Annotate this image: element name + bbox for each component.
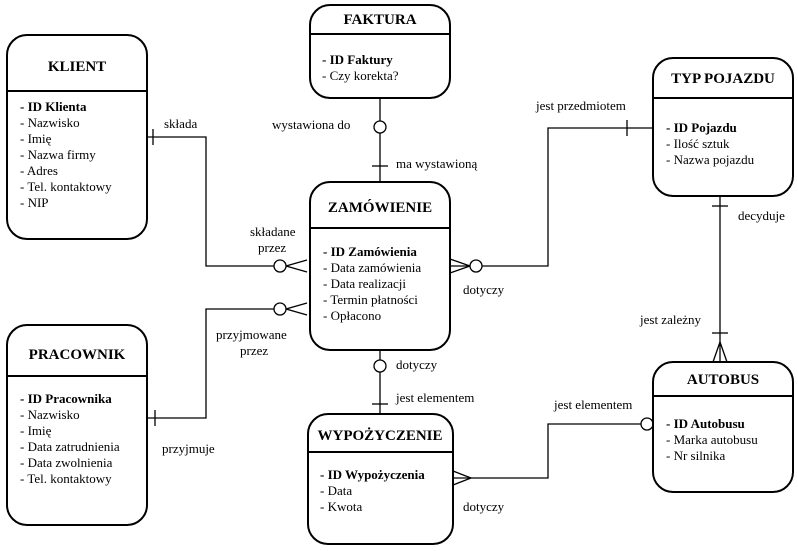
rel-zamowienie-wypozyczenie [372, 350, 388, 414]
label-dotyczy-aut: dotyczy [463, 499, 505, 514]
attribute: - Data realizacji [323, 276, 406, 291]
attribute: - Ilość sztuk [666, 136, 730, 151]
attribute: - Nazwa firmy [20, 147, 96, 162]
attribute: - Data zwolnienia [20, 455, 113, 470]
entity-faktura[interactable]: FAKTURA - ID Faktury - Czy korekta? [309, 4, 451, 99]
entity-zamowienie[interactable]: ZAMÓWIENIE - ID Zamówienia - Data zamówi… [309, 181, 451, 351]
crowfoot-top-pracownik [285, 302, 308, 310]
attribute: - Data zatrudnienia [20, 439, 120, 454]
attribute: - Termin płatności [323, 292, 418, 307]
label-jest-elementem-wyp: jest elementem [395, 390, 474, 405]
primary-key: - ID Pracownika [20, 391, 112, 406]
attribute: - Tel. kontaktowy [20, 179, 112, 194]
attribute: - Nazwisko [20, 115, 80, 130]
primary-key: - ID Autobusu [666, 416, 745, 431]
zero-circle-zamowienie-typ [469, 259, 483, 273]
primary-key: - ID Faktury [322, 52, 393, 67]
attribute: - Marka autobusu [666, 432, 758, 447]
primary-key: - ID Klienta [20, 99, 87, 114]
entity-wypozyczenie[interactable]: WYPOŻYCZENIE - ID Wypożyczenia - Data - … [307, 413, 454, 545]
label-dotyczy-typ: dotyczy [463, 282, 505, 297]
rel-klient-zamowienie-line [147, 136, 280, 267]
crowfoot-top-typ [449, 258, 471, 267]
label-dotyczy-wyp: dotyczy [396, 357, 438, 372]
attribute: - NIP [20, 195, 49, 210]
zero-circle-zamowienie-klient [273, 259, 287, 273]
entity-klient[interactable]: KLIENT - ID Klienta - Nazwisko - Imię - … [6, 34, 148, 240]
label-decyduje: decyduje [738, 208, 785, 223]
crowfoot-right-autobus [719, 341, 728, 363]
entity-title: AUTOBUS [687, 372, 759, 388]
attribute: - Nr silnika [666, 448, 725, 463]
entity-box [652, 57, 794, 197]
zero-circle-zamowienie-pracownik [273, 302, 287, 316]
label-jest-zalezny: jest zależny [639, 312, 701, 327]
entity-typ-pojazdu[interactable]: TYP POJAZDU - ID Pojazdu - Ilość sztuk -… [652, 57, 794, 197]
crowfoot-bottom-pracownik [285, 308, 308, 316]
entity-pracownik[interactable]: PRACOWNIK - ID Pracownika - Nazwisko - I… [6, 324, 148, 526]
crowfoot-top-klient [285, 259, 308, 267]
entity-box [6, 34, 148, 240]
label-sklada: składa [164, 116, 197, 131]
crowfoot-left-autobus [712, 341, 721, 363]
attribute: - Imię [20, 131, 52, 146]
zero-circle-autobus [640, 417, 654, 431]
attribute: - Kwota [320, 499, 362, 514]
entity-title: TYP POJAZDU [671, 71, 775, 87]
label-jest-przedmiotem: jest przedmiotem [535, 98, 626, 113]
entity-title: FAKTURA [343, 12, 416, 28]
primary-key: - ID Pojazdu [666, 120, 737, 135]
attribute: - Nazwisko [20, 407, 80, 422]
rel-zamowienie-typ-line [450, 127, 653, 267]
attribute: - Czy korekta? [322, 68, 399, 83]
crowfoot-top-wyp [452, 470, 472, 479]
entity-autobus[interactable]: AUTOBUS - ID Autobusu - Marka autobusu -… [652, 361, 794, 493]
label-skladane-line1: składane [250, 224, 296, 239]
primary-key: - ID Zamówienia [323, 244, 417, 259]
entity-title: WYPOŻYCZENIE [317, 427, 442, 444]
rel-typ-autobus [712, 196, 728, 363]
entity-box [309, 4, 451, 99]
zero-circle-faktura [373, 120, 387, 134]
label-skladane-line2: przez [258, 240, 286, 255]
zero-circle-zamowienie-wyp [373, 359, 387, 373]
attribute: - Nazwa pojazdu [666, 152, 755, 167]
attribute: - Adres [20, 163, 58, 178]
rel-klient-zamowienie [147, 129, 308, 273]
attribute: - Imię [20, 423, 52, 438]
entity-box [309, 181, 451, 351]
primary-key: - ID Wypożyczenia [320, 467, 425, 482]
attribute: - Tel. kontaktowy [20, 471, 112, 486]
label-przyjmowane-line2: przez [240, 343, 268, 358]
crowfoot-bottom-klient [285, 265, 308, 273]
rel-wypozyczenie-autobus [452, 417, 654, 486]
rel-pracownik-zamowienie-line [147, 308, 280, 419]
label-przyjmowane-line1: przyjmowane [216, 327, 287, 342]
rel-zamowienie-typ [449, 120, 653, 274]
attribute: - Opłacono [323, 308, 381, 323]
entity-box [307, 413, 454, 545]
label-jest-elementem-aut: jest elementem [553, 397, 632, 412]
label-przyjmuje: przyjmuje [162, 441, 215, 456]
entity-title: PRACOWNIK [29, 347, 126, 363]
entity-title: KLIENT [48, 59, 106, 75]
entity-title: ZAMÓWIENIE [328, 199, 432, 216]
label-wystawiona-do: wystawiona do [272, 117, 350, 132]
rel-wypozyczenie-autobus-line [453, 423, 653, 479]
rel-pracownik-zamowienie [147, 302, 308, 426]
attribute: - Data [320, 483, 352, 498]
rel-faktura-zamowienie [372, 98, 388, 182]
crowfoot-bottom-typ [449, 265, 471, 274]
crowfoot-bottom-wyp [452, 477, 472, 486]
entity-box [652, 361, 794, 493]
attribute: - Data zamówienia [323, 260, 421, 275]
label-ma-wystawiona: ma wystawioną [396, 156, 477, 171]
